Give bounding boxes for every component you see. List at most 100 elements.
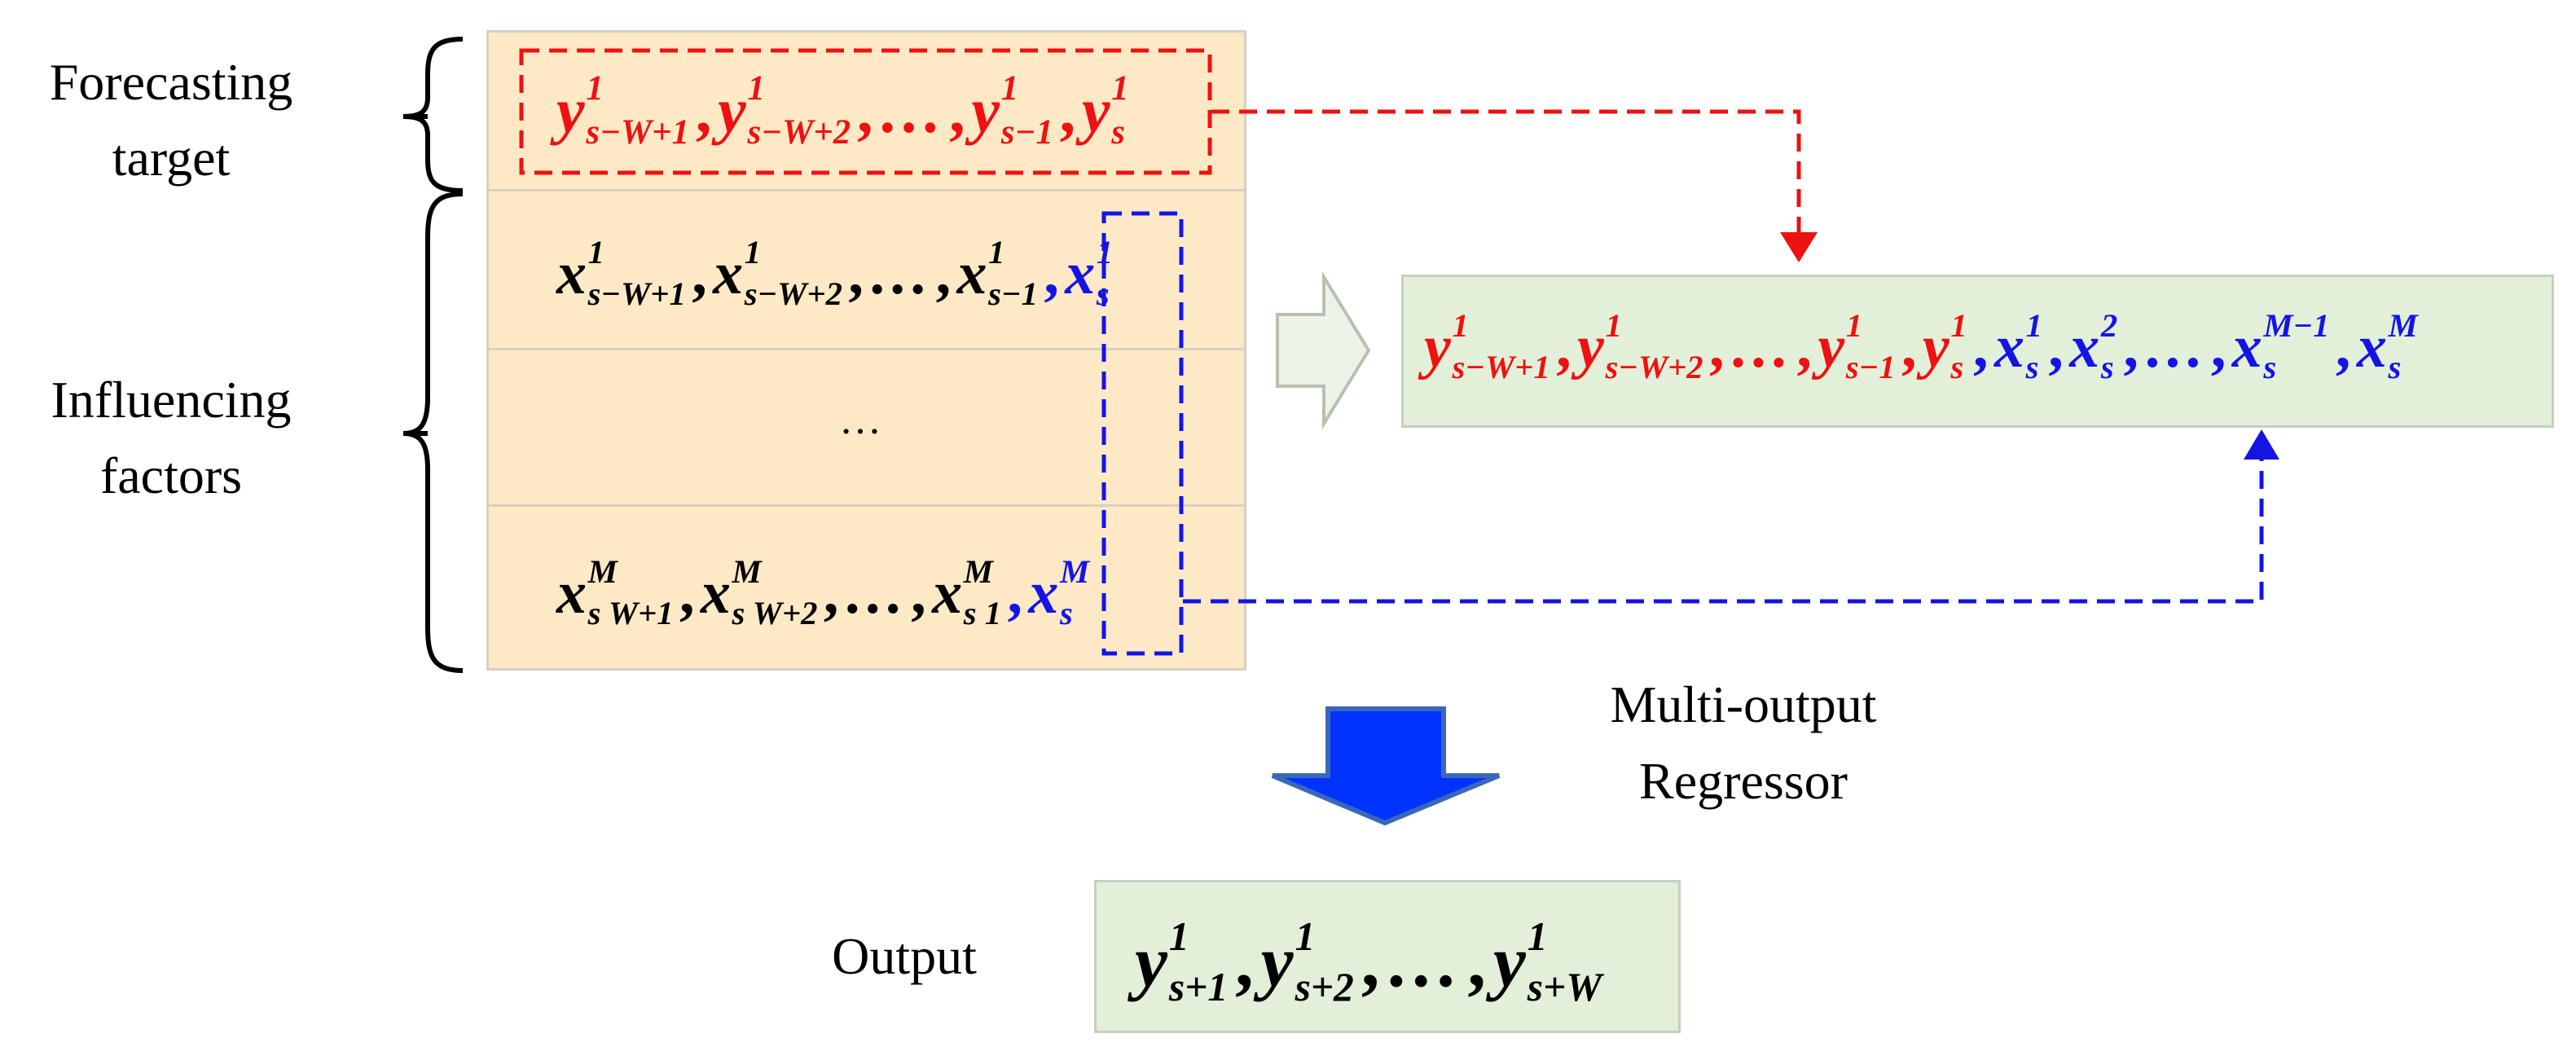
math-variable: x [1065,240,1096,307]
math-separator: , [1901,313,1917,380]
math-superscript: 1 [1452,307,1469,344]
combined-feature-panel [1401,275,2554,428]
math-ellipsis: … [844,559,905,627]
math-variable: x [2356,313,2387,380]
math-separator: , [1709,313,1725,380]
math-subscript: s+1 [1168,964,1229,1009]
math-subscript: s [1111,112,1125,152]
math-subscript: s W+1 [587,594,674,631]
math-separator: , [692,240,707,307]
math-variable: y [1135,921,1167,1002]
math-term: … [2144,308,2205,377]
math-separator: , [1059,75,1076,147]
math-subscript: s [2100,348,2114,385]
influencing-factors-line-2: factors [99,446,243,504]
math-ellipsis: … [1730,313,1791,380]
math-variable: y [718,75,746,147]
math-variable: y [1818,313,1845,380]
regressor-line-1: Multi-output [1610,675,1877,733]
math-subscript: s−W+1 [586,112,690,152]
math-separator: , [679,559,695,627]
math-superscript: 1 [1168,914,1189,959]
math-variable: y [1424,313,1451,380]
math-variable: y [1260,921,1294,1002]
math-superscript: 1 [1605,307,1622,344]
input-row-factor-M [486,504,1246,671]
math-variable: x [556,240,587,307]
math-separator: , [1361,921,1380,1002]
target-dashed-box [519,48,1212,175]
math-variable: y [1576,313,1604,380]
math-separator: , [848,240,864,307]
math-subscript: s−W+2 [747,112,851,152]
math-superscript: 1 [988,234,1005,270]
math-subscript: s−W+1 [1452,348,1550,385]
target-arrow-head [1780,232,1818,262]
math-superscript: 1 [1950,307,1967,344]
influencing-factors-line-1: Influencing [51,371,292,429]
math-superscript: M [963,553,993,590]
math-subscript: s+W [1527,964,1602,1009]
math-separator: , [1796,313,1812,380]
math-variable: x [2069,313,2100,380]
math-separator: , [949,75,965,147]
math-subscript: s−W+2 [744,275,842,312]
math-separator: , [2048,313,2064,380]
math-variable: y [556,75,585,147]
math-superscript: 1 [586,69,604,108]
influencing-factors-label: Influencing factors [8,363,334,514]
math-separator: , [911,559,926,627]
last-column-dashed-box [1101,211,1184,656]
math-separator: , [1973,313,1989,380]
math-variable: x [2231,313,2262,380]
regressor-label: Multi-output Regressor [1515,666,1972,820]
math-term: … [1387,914,1460,998]
factors-to-combined-arrow [1183,458,2264,604]
math-subscript: s [2025,348,2039,385]
math-variable: x [1994,313,2024,380]
math-separator: , [1556,313,1572,380]
math-subscript: s−1 [1000,112,1053,152]
math-separator: , [2335,313,2351,380]
output-panel [1094,880,1681,1033]
output-label: Output [832,927,977,985]
math-separator: , [823,559,839,627]
math-variable: x [956,240,987,307]
math-superscript: M [2388,307,2418,344]
math-subscript: s W+2 [732,594,818,631]
